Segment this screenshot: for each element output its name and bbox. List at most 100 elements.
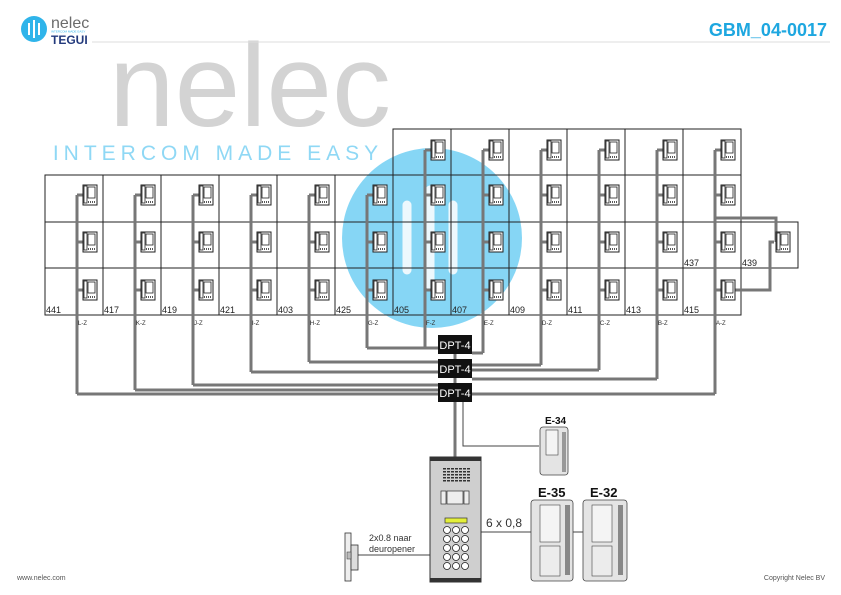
e34-module: E-34 bbox=[539, 416, 569, 476]
grille-slot bbox=[443, 477, 446, 479]
zone-label: D-Z bbox=[542, 321, 552, 327]
watermark-word: nelec bbox=[109, 20, 391, 152]
phone-handset bbox=[257, 185, 262, 204]
video-phone-icon bbox=[488, 184, 504, 206]
phone-screen bbox=[725, 141, 734, 154]
phone-screen bbox=[261, 281, 270, 294]
phone-handset bbox=[199, 232, 204, 251]
phone-handset bbox=[315, 232, 320, 251]
cable-label: 6 x 0,8 bbox=[486, 516, 522, 530]
zone-label: A-Z bbox=[716, 321, 726, 327]
video-phone-icon bbox=[140, 279, 156, 301]
video-phone-icon bbox=[82, 279, 98, 301]
phone-handset bbox=[141, 232, 146, 251]
grille-slot bbox=[443, 480, 446, 482]
grille-slot bbox=[451, 480, 454, 482]
phone-screen bbox=[667, 233, 676, 246]
video-phone-icon bbox=[430, 139, 446, 161]
video-phone-icon bbox=[662, 279, 678, 301]
phone-handset bbox=[373, 185, 378, 204]
phone-handset bbox=[141, 185, 146, 204]
video-phone-icon bbox=[314, 184, 330, 206]
grille-slot bbox=[447, 477, 450, 479]
dpt-4-1: DPT-4 bbox=[438, 335, 472, 354]
phone-screen bbox=[725, 186, 734, 199]
phone-screen bbox=[377, 186, 386, 199]
phone-handset bbox=[83, 185, 88, 204]
phone-handset bbox=[776, 232, 781, 251]
phone-screen bbox=[145, 281, 154, 294]
grille-slot bbox=[463, 480, 466, 482]
dpt-4-2: DPT-4 bbox=[438, 359, 472, 378]
video-phone-icon bbox=[720, 279, 736, 301]
phone-handset bbox=[721, 280, 726, 299]
video-phone-icon bbox=[140, 184, 156, 206]
grille-slot bbox=[447, 474, 450, 476]
apartment-number: 411 bbox=[568, 305, 582, 315]
zone-label: H-Z bbox=[310, 321, 320, 327]
phone-handset bbox=[547, 140, 552, 159]
video-phone-icon bbox=[546, 184, 562, 206]
extra-loop bbox=[713, 240, 774, 292]
grille-slot bbox=[467, 474, 470, 476]
phone-handset bbox=[373, 232, 378, 251]
zone-label: J-Z bbox=[194, 321, 203, 327]
dpt-4-3: DPT-4 bbox=[438, 383, 472, 402]
grille-slot bbox=[463, 468, 466, 470]
keypad bbox=[443, 526, 469, 570]
video-phone-icon bbox=[256, 231, 272, 253]
panel-display bbox=[444, 517, 468, 524]
apartment-number: 437 bbox=[684, 258, 699, 268]
phone-screen bbox=[609, 186, 618, 199]
phone-screen bbox=[261, 233, 270, 246]
phone-screen bbox=[261, 186, 270, 199]
phone-handset bbox=[663, 140, 668, 159]
phone-handset bbox=[663, 280, 668, 299]
zone-label: E-Z bbox=[484, 321, 494, 327]
apartment-number: 441 bbox=[46, 305, 61, 315]
e34-cable bbox=[462, 402, 539, 447]
video-phone-icon bbox=[82, 231, 98, 253]
camera-window bbox=[446, 490, 464, 505]
phone-screen bbox=[493, 281, 502, 294]
phone-handset bbox=[315, 185, 320, 204]
phone-handset bbox=[431, 280, 436, 299]
grille-slot bbox=[455, 471, 458, 473]
keypad-button bbox=[452, 544, 460, 552]
grille-slot bbox=[463, 474, 466, 476]
grille-slot bbox=[443, 468, 446, 470]
phone-handset bbox=[141, 280, 146, 299]
phone-handset bbox=[431, 185, 436, 204]
grille-slot bbox=[459, 471, 462, 473]
phone-handset bbox=[721, 185, 726, 204]
video-phone-icon bbox=[488, 279, 504, 301]
phone-screen bbox=[435, 141, 444, 154]
phone-handset bbox=[489, 232, 494, 251]
video-phone-icon bbox=[430, 184, 446, 206]
watermark: nelec INTERCOM MADE EASY bbox=[53, 20, 522, 328]
video-phone-icon bbox=[604, 184, 620, 206]
logo-text: nelec bbox=[51, 15, 89, 32]
zone-label: B-Z bbox=[658, 321, 668, 327]
video-phone-icon bbox=[546, 279, 562, 301]
keypad-button bbox=[461, 535, 469, 543]
keypad-button bbox=[461, 562, 469, 570]
video-phone-icon bbox=[198, 279, 214, 301]
phone-screen bbox=[377, 281, 386, 294]
grille-slot bbox=[459, 468, 462, 470]
phone-handset bbox=[663, 185, 668, 204]
video-phone-icon bbox=[256, 184, 272, 206]
extra-loop bbox=[713, 195, 778, 242]
grille-slot bbox=[463, 477, 466, 479]
apartment-number: 421 bbox=[220, 305, 235, 315]
logo: nelec INTERCOM MADE EASY TEGUI bbox=[21, 15, 89, 47]
phone-screen bbox=[493, 186, 502, 199]
phone-screen bbox=[493, 233, 502, 246]
grille-slot bbox=[455, 468, 458, 470]
grille-slot bbox=[467, 477, 470, 479]
video-phone-icon bbox=[488, 231, 504, 253]
e32-label: E-32 bbox=[590, 485, 617, 500]
apartment-number: 409 bbox=[510, 305, 525, 315]
video-phone-icon bbox=[720, 139, 736, 161]
